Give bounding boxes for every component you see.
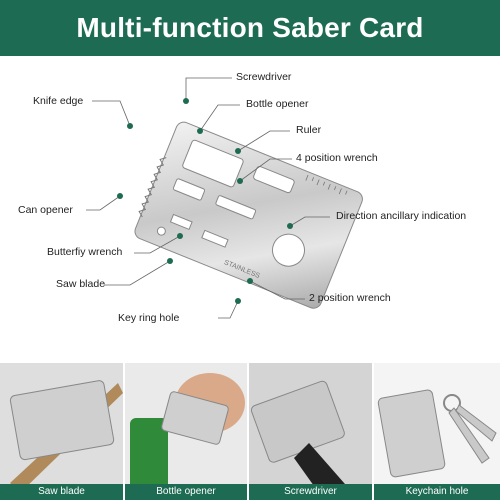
label-2-position-wrench: 2 position wrench [309,292,391,304]
photo-saw-blade: Saw blade [0,363,123,500]
caption-bottle-opener: Bottle opener [125,484,247,500]
label-key-ring-hole: Key ring hole [118,312,180,324]
caption-saw-blade: Saw blade [0,484,123,500]
photo-keychain-hole: Keychain hole [374,363,500,500]
key-ring-hole [156,226,166,236]
label-direction-indication: Direction ancillary indication [336,210,467,222]
callout-dots [117,98,293,304]
direction-dial [272,233,306,267]
saber-card: STAINLESS [134,121,363,309]
label-4-position-wrench: 4 position wrench [296,152,378,164]
label-bottle-opener: Bottle opener [246,98,309,110]
callout-lines [86,77,330,319]
usage-photos: Saw blade Bottle opener Screwdriver Keyc… [0,363,500,500]
page-title: Multi-function Saber Card [76,12,424,43]
card-illustration: STAINLESS [86,77,363,319]
label-saw-blade: Saw blade [56,278,106,290]
bottle-opener-cutout [182,139,244,188]
photo-bottle-opener: Bottle opener [125,363,247,500]
card-diagram: STAINLESS Screwdriver Knife edge Bo [0,56,500,356]
header-banner: Multi-function Saber Card [0,0,500,56]
caption-screwdriver: Screwdriver [249,484,372,500]
label-butterfly-wrench: Butterfiy wrench [47,246,123,258]
caption-keychain-hole: Keychain hole [374,484,500,500]
photo-screwdriver: Screwdriver [249,363,372,500]
label-can-opener: Can opener [18,204,73,216]
label-knife-edge: Knife edge [33,95,84,107]
label-ruler: Ruler [296,124,322,136]
label-screwdriver: Screwdriver [236,71,292,83]
